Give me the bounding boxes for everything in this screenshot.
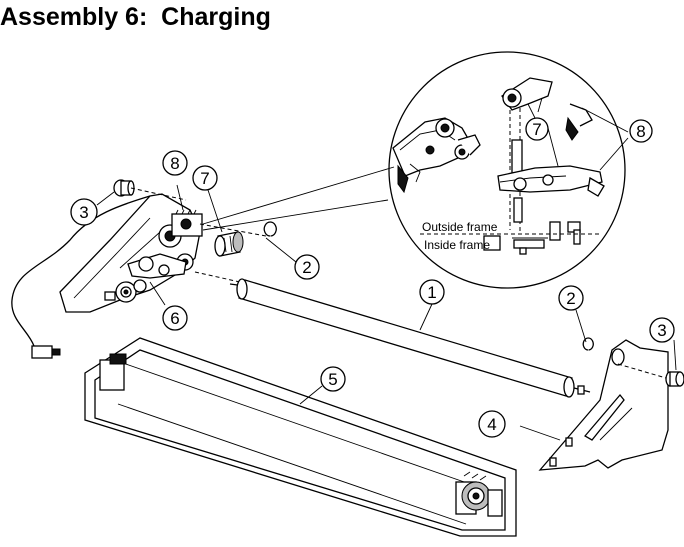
detail-leader-lower [202, 199, 389, 231]
callout-5: 5 [320, 366, 346, 392]
gear-train-part-6 [115, 253, 187, 303]
svg-text:8: 8 [170, 154, 179, 173]
small-gear-part-7 [214, 231, 244, 257]
drive-gear-part-8 [171, 209, 203, 237]
callout-3-left: 3 [70, 198, 98, 226]
svg-text:5: 5 [328, 370, 337, 389]
callout-8-main: 8 [162, 150, 188, 176]
charge-roll-assembly-part-5 [84, 337, 517, 537]
svg-text:1: 1 [427, 283, 436, 302]
detail-gear-cluster-left [392, 117, 481, 194]
e-ring-left [263, 221, 277, 237]
callout-8-detail: 8 [629, 119, 653, 143]
callout-6: 6 [162, 305, 188, 331]
svg-text:7: 7 [200, 169, 209, 188]
detail-gear-arm-upper [501, 77, 593, 232]
svg-text:7: 7 [532, 120, 541, 139]
detail-circle [388, 51, 626, 289]
outside-frame-label: Outside frame [422, 220, 498, 234]
detail-magnified-view: Outside frame Inside frame 7 8 [202, 51, 653, 289]
bushing-right [665, 371, 684, 387]
inside-frame-label: Inside frame [424, 238, 490, 252]
svg-text:4: 4 [487, 415, 496, 434]
detail-gear-arm-lower [483, 139, 605, 255]
svg-text:6: 6 [170, 309, 179, 328]
detail-leader-upper [202, 166, 395, 225]
callout-4: 4 [478, 410, 506, 438]
callout-7-detail: 7 [525, 117, 549, 141]
wire-connector [31, 345, 53, 359]
callout-7-main: 7 [192, 165, 218, 191]
svg-text:2: 2 [566, 289, 575, 308]
left-side-frame [59, 193, 201, 313]
svg-text:3: 3 [657, 321, 666, 340]
page-title: Assembly 6: Charging [0, 3, 271, 31]
e-ring-right [582, 337, 594, 351]
svg-text:2: 2 [302, 258, 311, 277]
right-side-frame-part-4 [538, 339, 669, 471]
callout-2-right: 2 [558, 285, 584, 311]
wire-harness [11, 195, 151, 359]
svg-text:8: 8 [636, 122, 645, 141]
callout-3-right: 3 [649, 317, 675, 343]
callout-2-left: 2 [294, 254, 320, 280]
svg-text:3: 3 [79, 203, 88, 222]
charge-roller-part-1 [229, 278, 591, 398]
callout-1: 1 [419, 279, 445, 305]
